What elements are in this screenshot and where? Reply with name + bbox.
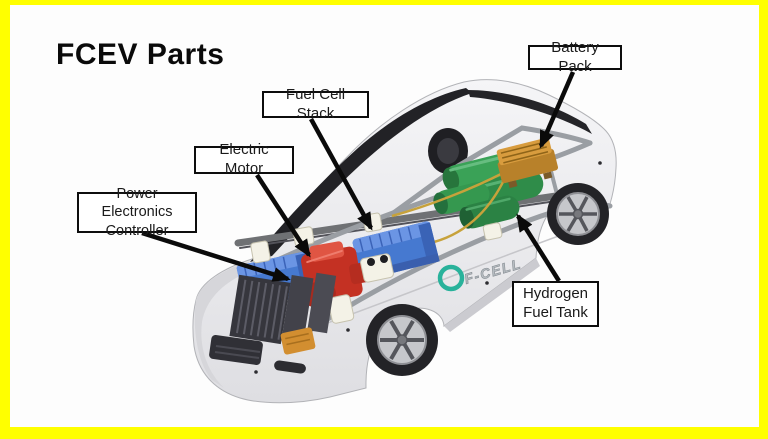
body-rivets xyxy=(254,161,602,374)
windshield xyxy=(250,88,472,262)
dc-converter-part xyxy=(280,327,316,355)
arrow-hydrogen-tank xyxy=(516,213,561,283)
label-electric-motor: Electric Motor xyxy=(194,141,294,177)
front-wheel xyxy=(366,304,438,376)
label-hydrogen-fuel-tank: Hydrogen Fuel Tank xyxy=(512,281,599,327)
battery-pack-part xyxy=(391,137,559,244)
arrow-power-electronics xyxy=(141,230,291,282)
rear-window-band xyxy=(468,90,592,134)
sill-shade xyxy=(444,258,540,332)
front-bumper-shade xyxy=(194,261,250,388)
rear-wheel xyxy=(547,183,609,245)
arrow-battery-pack xyxy=(538,71,576,149)
fog-light xyxy=(274,360,306,374)
label-power-electronics-controller: Power Electronics Controller xyxy=(77,186,197,239)
label-fuel-cell-stack: Fuel Cell Stack xyxy=(262,86,369,122)
arrow-fuel-cell-stack xyxy=(309,117,373,231)
callout-arrows xyxy=(141,71,576,283)
connector-knobs xyxy=(367,255,388,266)
radiator-part xyxy=(209,272,337,374)
rear-left-wheel xyxy=(428,128,468,174)
arrow-electric-motor xyxy=(255,173,311,258)
label-battery-pack: Battery Pack xyxy=(528,39,622,75)
page-title: FCEV Parts xyxy=(56,38,225,71)
